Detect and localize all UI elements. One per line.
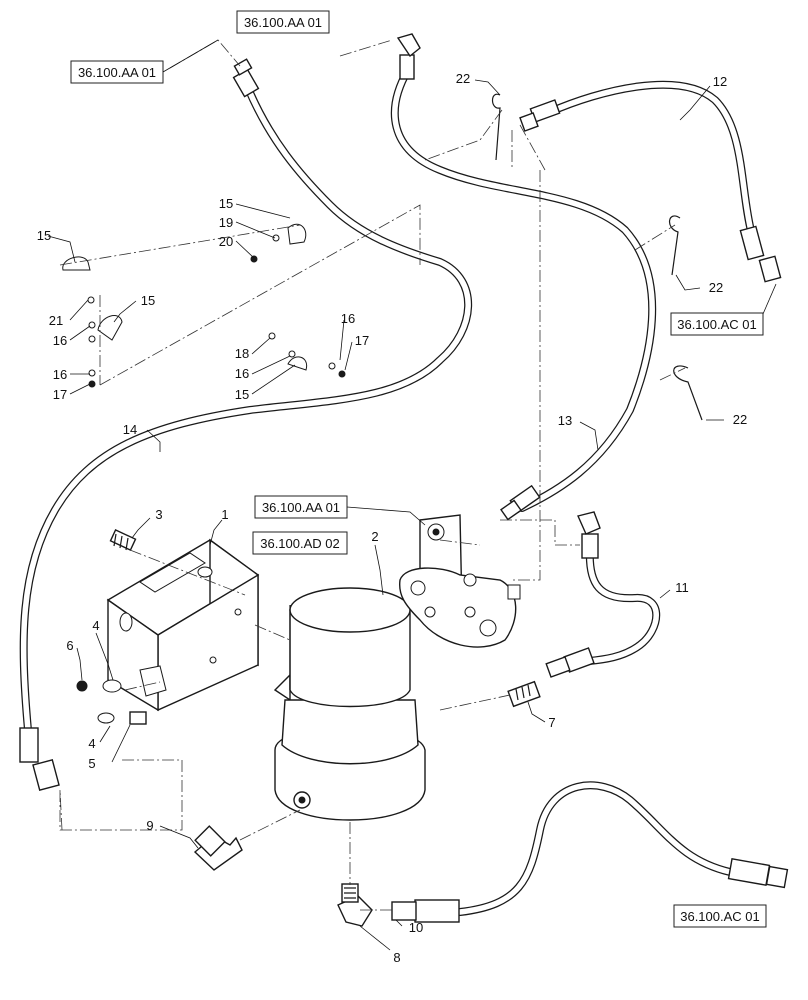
reference-label: 36.100.AC 01: [677, 317, 757, 332]
hose-10: [456, 781, 734, 916]
reference-box: 36.100.AA 01: [254, 495, 348, 519]
callout-2: 2: [371, 529, 378, 544]
hose-fittings: [19, 33, 789, 923]
callout-15: 15: [141, 293, 155, 308]
callout-19: 19: [219, 215, 233, 230]
callout-14: 14: [123, 422, 137, 437]
reference-box: 36.100.AA 01: [70, 60, 164, 84]
callout-3: 3: [155, 507, 162, 522]
callout-8: 8: [393, 950, 400, 965]
valve-block: [398, 514, 521, 648]
callout-17: 17: [355, 333, 369, 348]
fitting-8: [337, 883, 373, 927]
hose-12: [546, 80, 756, 239]
reference-label: 36.100.AA 01: [244, 15, 322, 30]
bracket: [106, 538, 260, 712]
callout-20: 20: [219, 234, 233, 249]
callout-21: 21: [49, 313, 63, 328]
leader-lines: [47, 39, 777, 951]
reference-box: 36.100.AA 01: [236, 10, 330, 34]
filter-assembly: [273, 587, 426, 821]
bracket-hardware: [76, 528, 147, 725]
fitting-9: [193, 825, 243, 871]
callout-16: 16: [53, 333, 67, 348]
callout-22: 22: [456, 71, 470, 86]
reference-label: 36.100.AC 01: [680, 909, 760, 924]
dashed-assembly-lines: [59, 39, 686, 911]
callout-5: 5: [88, 756, 95, 771]
callout-17: 17: [53, 387, 67, 402]
callout-7: 7: [548, 715, 555, 730]
callout-22: 22: [709, 280, 723, 295]
callout-12: 12: [713, 74, 727, 89]
callout-18: 18: [235, 346, 249, 361]
callout-15: 15: [37, 228, 51, 243]
callout-4: 4: [92, 618, 99, 633]
reference-label: 36.100.AD 02: [260, 536, 340, 551]
callout-11: 11: [675, 580, 689, 595]
clips-22: [491, 93, 703, 421]
reference-box: 36.100.AC 01: [673, 904, 767, 928]
reference-box: 36.100.AC 01: [670, 312, 764, 336]
clamp-hardware: [62, 223, 346, 388]
callout-16: 16: [341, 311, 355, 326]
callout-13: 13: [558, 413, 572, 428]
callout-1: 1: [221, 507, 228, 522]
callout-6: 6: [66, 638, 73, 653]
callout-9: 9: [146, 818, 153, 833]
callout-15: 15: [235, 387, 249, 402]
hose-13: [390, 66, 657, 512]
callout-16: 16: [53, 367, 67, 382]
callout-16: 16: [235, 366, 249, 381]
reference-label: 36.100.AA 01: [78, 65, 156, 80]
hose-14: [19, 84, 473, 734]
reference-box: 36.100.AD 02: [252, 531, 348, 555]
callout-4: 4: [88, 736, 95, 751]
fitting-7: [507, 680, 541, 708]
hose-11: [576, 544, 661, 666]
callout-22: 22: [733, 412, 747, 427]
callout-15: 15: [219, 196, 233, 211]
callout-10: 10: [409, 920, 423, 935]
reference-label: 36.100.AA 01: [262, 500, 340, 515]
